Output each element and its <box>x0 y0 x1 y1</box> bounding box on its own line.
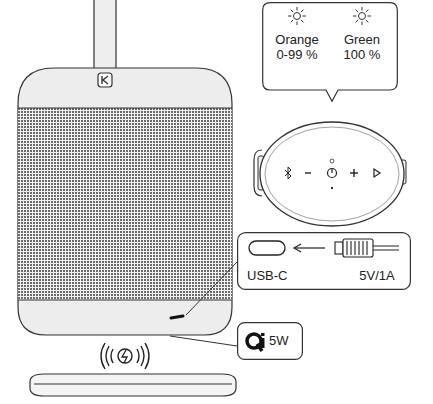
led-icon <box>353 7 371 25</box>
speaker-grille <box>18 108 232 300</box>
led-icon <box>288 7 306 25</box>
usb-callout: USB-C 5V/1A <box>237 232 411 290</box>
usb-port <box>171 316 183 318</box>
wireless-charge-symbol <box>101 343 149 369</box>
callout-text: USB-C <box>247 268 307 283</box>
callout-bubble <box>263 3 398 102</box>
callout-box <box>238 233 411 290</box>
leader-line <box>170 336 237 346</box>
logo-mark <box>98 73 112 87</box>
speaker-body <box>18 68 232 335</box>
callout-text: Orange 0-99 % <box>269 32 325 62</box>
callout-text: Green 100 % <box>334 32 390 62</box>
arrow <box>295 247 325 248</box>
leader-line <box>186 262 237 315</box>
speaker-top-view <box>254 122 406 226</box>
handle-strap <box>94 0 116 72</box>
qi-callout: 5W <box>237 322 303 360</box>
led-callout: Orange 0-99 % Green 100 % <box>262 2 398 102</box>
callout-text: 5W <box>269 333 297 348</box>
qi-logo <box>247 333 265 351</box>
charging-pad <box>30 374 236 396</box>
usb-c-port <box>249 241 285 255</box>
callout-box <box>238 323 303 360</box>
usb-cable <box>335 239 399 257</box>
callout-text: 5V/1A <box>349 268 405 283</box>
